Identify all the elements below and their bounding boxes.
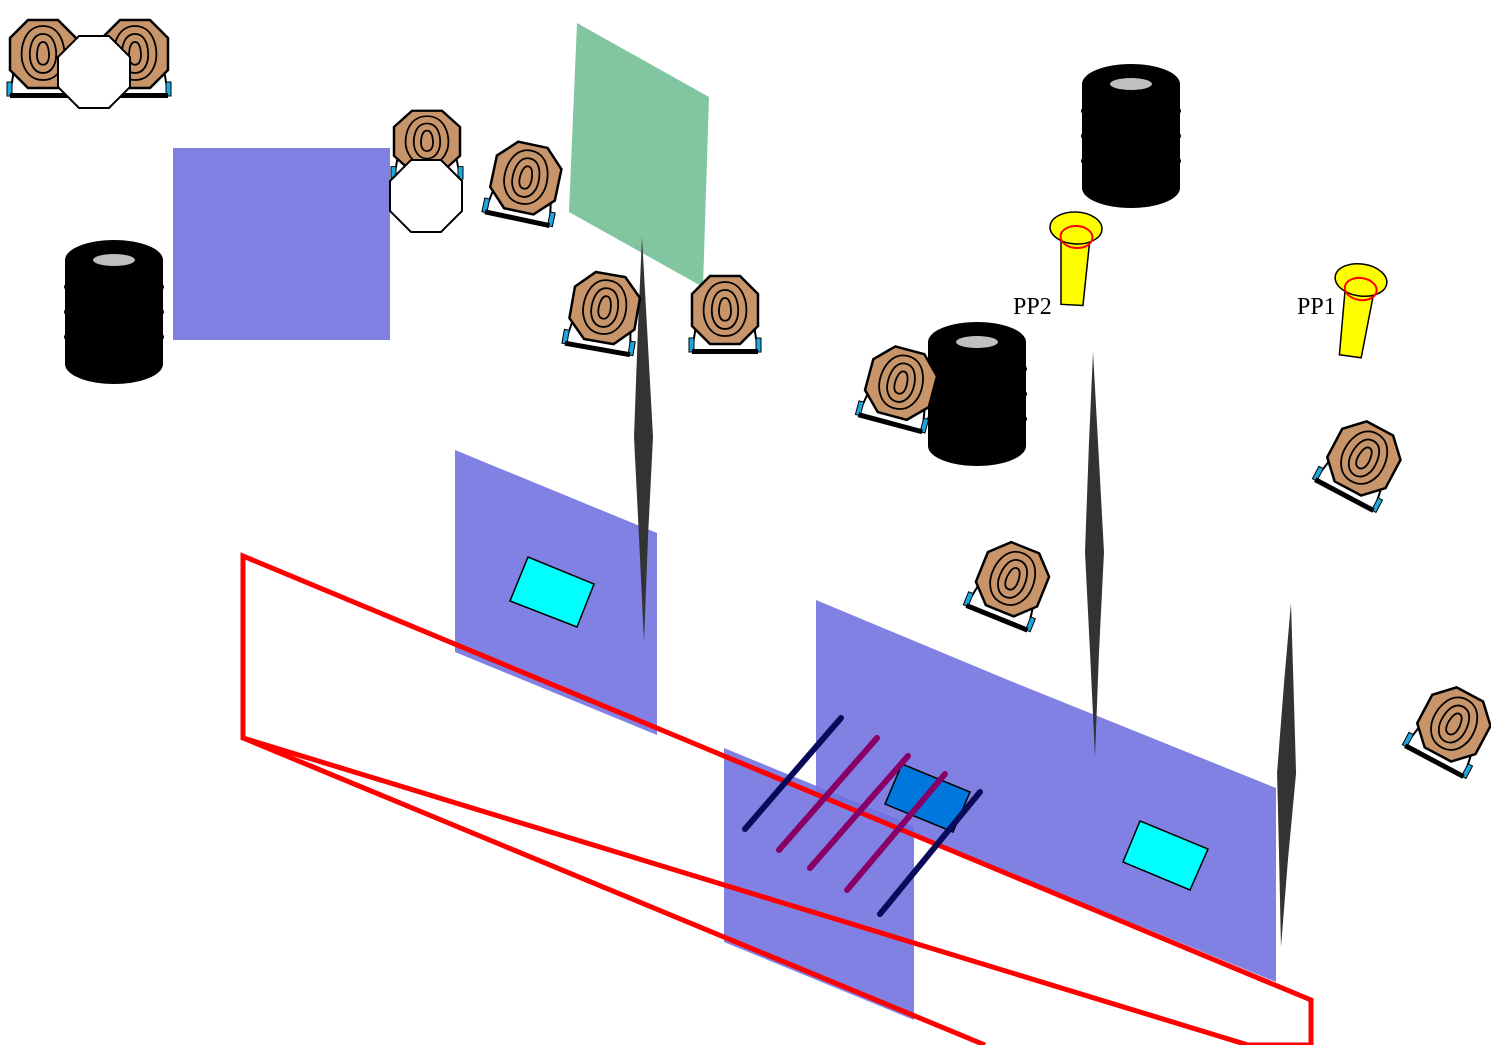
barrel-stack-left bbox=[64, 240, 164, 384]
fault-line-front bbox=[242, 735, 986, 1045]
no-shoot-target bbox=[57, 35, 131, 109]
vision-barrier-upper-left bbox=[173, 148, 390, 340]
port-left bbox=[509, 556, 595, 628]
paper-target bbox=[961, 533, 1060, 635]
wall-post-center bbox=[1085, 352, 1104, 757]
fault-line bbox=[240, 552, 1314, 1045]
paper-target bbox=[687, 274, 763, 356]
popper-label-pp2: PP2 bbox=[1013, 294, 1052, 320]
no-shoot-target bbox=[389, 159, 463, 233]
ladder-rungs bbox=[742, 715, 983, 917]
steel-popper-pp2 bbox=[1045, 209, 1104, 308]
paper-target bbox=[1400, 676, 1491, 782]
barrel-stack-center bbox=[927, 322, 1027, 466]
barrel-stack-top-right bbox=[1081, 64, 1181, 208]
port-right bbox=[1122, 820, 1209, 891]
paper-target bbox=[1310, 410, 1413, 516]
paper-target bbox=[480, 136, 570, 230]
paper-target bbox=[560, 267, 648, 359]
green-panel bbox=[569, 23, 709, 287]
popper-label-pp1: PP1 bbox=[1297, 294, 1336, 320]
